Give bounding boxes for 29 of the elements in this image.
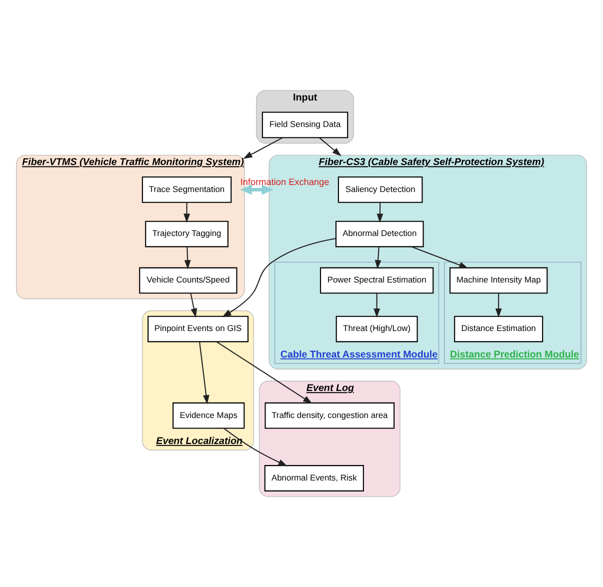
node-box: Threat (High/Low): [336, 316, 418, 342]
node-box: Evidence Maps: [172, 402, 245, 429]
node-box: Distance Estimation: [454, 316, 544, 342]
node-box: Trace Segmentation: [142, 176, 232, 203]
node-box: Abnormal Events, Risk: [264, 465, 364, 492]
node-box: Saliency Detection: [338, 176, 423, 203]
arrow: [411, 246, 468, 268]
node-box: Traffic density, congestion area: [264, 402, 395, 429]
node-box: Vehicle Counts/Speed: [139, 267, 238, 294]
arrow: [184, 202, 190, 223]
arrow: [374, 293, 380, 318]
arrow: [216, 341, 312, 404]
arrow: [222, 238, 336, 318]
node-box: Field Sensing Data: [262, 112, 348, 138]
arrow: [374, 246, 382, 270]
edge-label: Information Exchange: [240, 177, 330, 188]
node-box: Power Spectral Estimation: [320, 267, 434, 294]
arrow: [376, 202, 384, 223]
arrow: [224, 428, 288, 466]
arrow: [199, 342, 210, 404]
arrow: [240, 184, 274, 195]
node-box: Trajectory Tagging: [145, 220, 228, 248]
node-box: Machine Intensity Map: [449, 267, 548, 294]
arrow: [319, 137, 342, 156]
arrow: [184, 246, 191, 270]
node-box: Abnormal Detection: [335, 220, 424, 248]
arrow: [190, 293, 198, 318]
node-box: Pinpoint Events on GIS: [148, 316, 249, 342]
arrow: [495, 293, 502, 318]
